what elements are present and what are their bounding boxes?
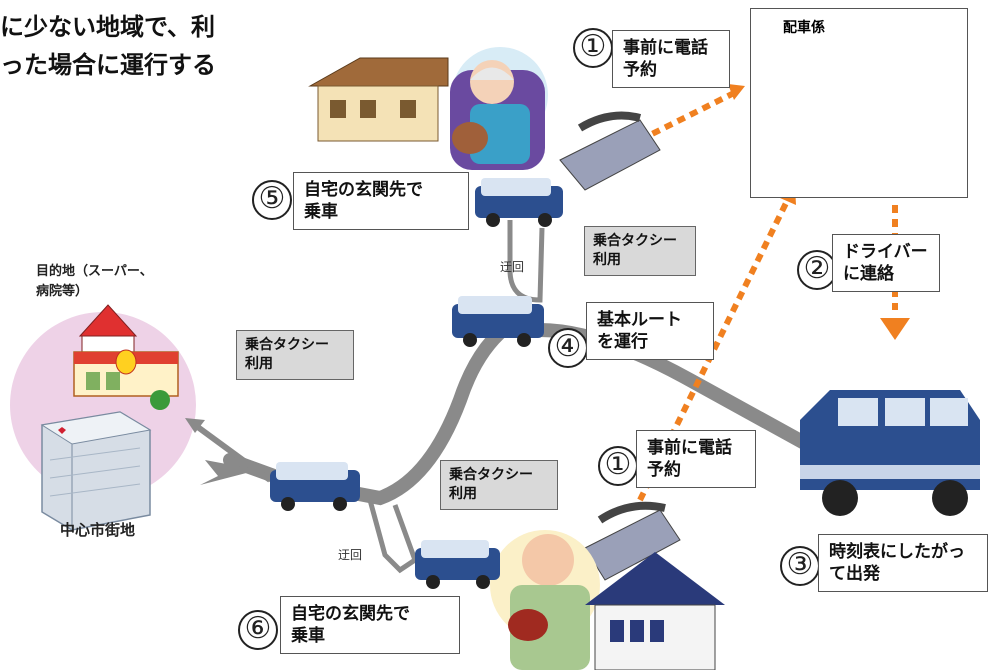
hospital-building [40,411,152,531]
callout-shared-taxi-bottom: 乗合タクシー 利用 [440,460,558,510]
detour-label-top: 迂回 [500,260,525,274]
phone-top [559,111,661,191]
intro-text: に少ない地域で、利 った場合に運行する [0,13,216,79]
callout-shared-taxi-top: 乗合タクシー 利用 [584,226,696,276]
detour-top [507,220,545,303]
route-branch-arrowhead [185,418,205,433]
supermarket-building [73,304,179,410]
van-bottom [415,540,500,589]
van-top [475,178,563,227]
dispatcher-title: 配車係 [783,20,825,36]
step-1-top-number: ① [573,28,613,68]
step-3-label: 時刻表にしたがっ て出発 [818,534,988,592]
step-1-bottom-number: ① [598,446,638,486]
step-5-number: ⑤ [252,180,292,220]
dispatcher-box: 配車係 [750,8,968,198]
destination-label: 目的地（スーパー、 病院等） [36,264,153,299]
step-6-label: 自宅の玄関先で 乗車 [280,596,460,654]
step-2-number: ② [797,250,837,290]
step-2-label: ドライバー に連絡 [832,234,940,292]
van-route-mid [452,296,544,347]
step-4-number: ④ [548,328,588,368]
route-arrow-left [200,460,258,485]
detour-bottom [367,499,419,574]
route-branch [193,422,272,483]
house-top [308,57,449,142]
phone-bottom [584,501,681,581]
house-bottom [585,552,725,670]
van-route-left [270,462,360,511]
van-depot [800,390,980,516]
call-arrow-top [638,87,742,143]
step-3-number: ③ [780,546,820,586]
step-6-number: ⑥ [238,610,278,650]
man-with-dog [490,530,600,670]
step-1-top-label: 事前に電話 予約 [612,30,730,88]
city-center-label: 中心市街地 [60,521,136,539]
step-5-label: 自宅の玄関先で 乗車 [293,172,469,230]
step-4-label: 基本ルート を運行 [586,302,714,360]
callout-shared-taxi-left: 乗合タクシー 利用 [236,330,354,380]
detour-label-bottom: 迂回 [338,548,363,562]
woman-in-chair [450,47,548,170]
step-1-bottom-label: 事前に電話 予約 [636,430,756,488]
